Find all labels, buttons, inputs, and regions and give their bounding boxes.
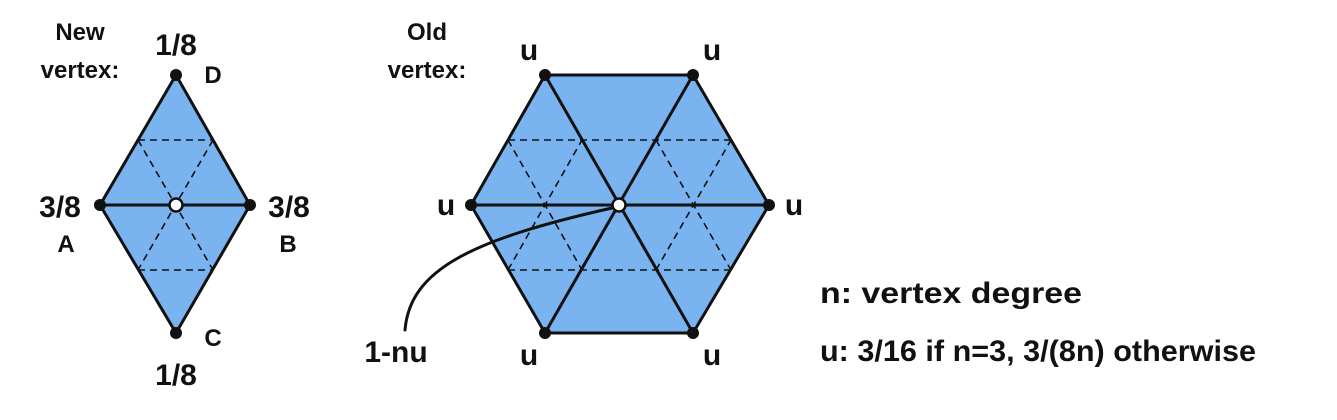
new-vertex-title-line2: vertex: (41, 57, 120, 84)
bottom-weight-label: 1/8 (155, 359, 197, 392)
vertex-a-dot (94, 199, 106, 211)
old-vertex-diagram: Old vertex: u u u u u u 1-nu (364, 19, 803, 372)
weight-label-bottom-left: u (520, 339, 538, 372)
new-vertex-diagram: New vertex: 1/8 D 3/8 A 3/8 B C 1/8 (39, 19, 310, 392)
old-vertex-title-line1: Old (407, 19, 447, 46)
top-weight-label: 1/8 (155, 29, 197, 62)
center-leader-curve (403, 206, 614, 332)
legend-line-weight: u: 3/16 if n=3, 3/(8n) otherwise (820, 335, 1256, 368)
weight-label-bottom-right: u (703, 339, 721, 372)
weight-label-top-right: u (703, 34, 721, 67)
weight-label-right: u (785, 189, 803, 222)
weight-label-top-left: u (520, 34, 538, 67)
neighbor-vertex-top-right (687, 69, 699, 81)
legend: n: vertex degree u: 3/16 if n=3, 3/(8n) … (820, 277, 1256, 368)
left-weight-label: 3/8 (39, 191, 81, 224)
old-vertex-point (611, 197, 627, 213)
neighbor-vertex-bottom-left (539, 327, 551, 339)
vertex-d-label: D (204, 62, 221, 89)
neighbor-vertex-right (763, 199, 775, 211)
old-vertex-title-line2: vertex: (388, 57, 467, 84)
vertex-b-label: B (279, 231, 296, 258)
neighbor-vertex-top-left (539, 69, 551, 81)
new-vertex-point (168, 197, 184, 213)
neighbor-vertex-bottom-right (687, 327, 699, 339)
new-vertex-title-line1: New (55, 19, 105, 46)
center-weight-label: 1-nu (364, 336, 427, 369)
legend-line-degree: n: vertex degree (820, 277, 1082, 310)
vertex-c-dot (170, 327, 182, 339)
neighbor-vertex-left (465, 199, 477, 211)
vertex-b-dot (244, 199, 256, 211)
vertex-c-label: C (204, 325, 221, 352)
vertex-a-label: A (57, 231, 74, 258)
vertex-d-dot (170, 69, 182, 81)
weight-label-left: u (437, 189, 455, 222)
right-weight-label: 3/8 (268, 191, 310, 224)
